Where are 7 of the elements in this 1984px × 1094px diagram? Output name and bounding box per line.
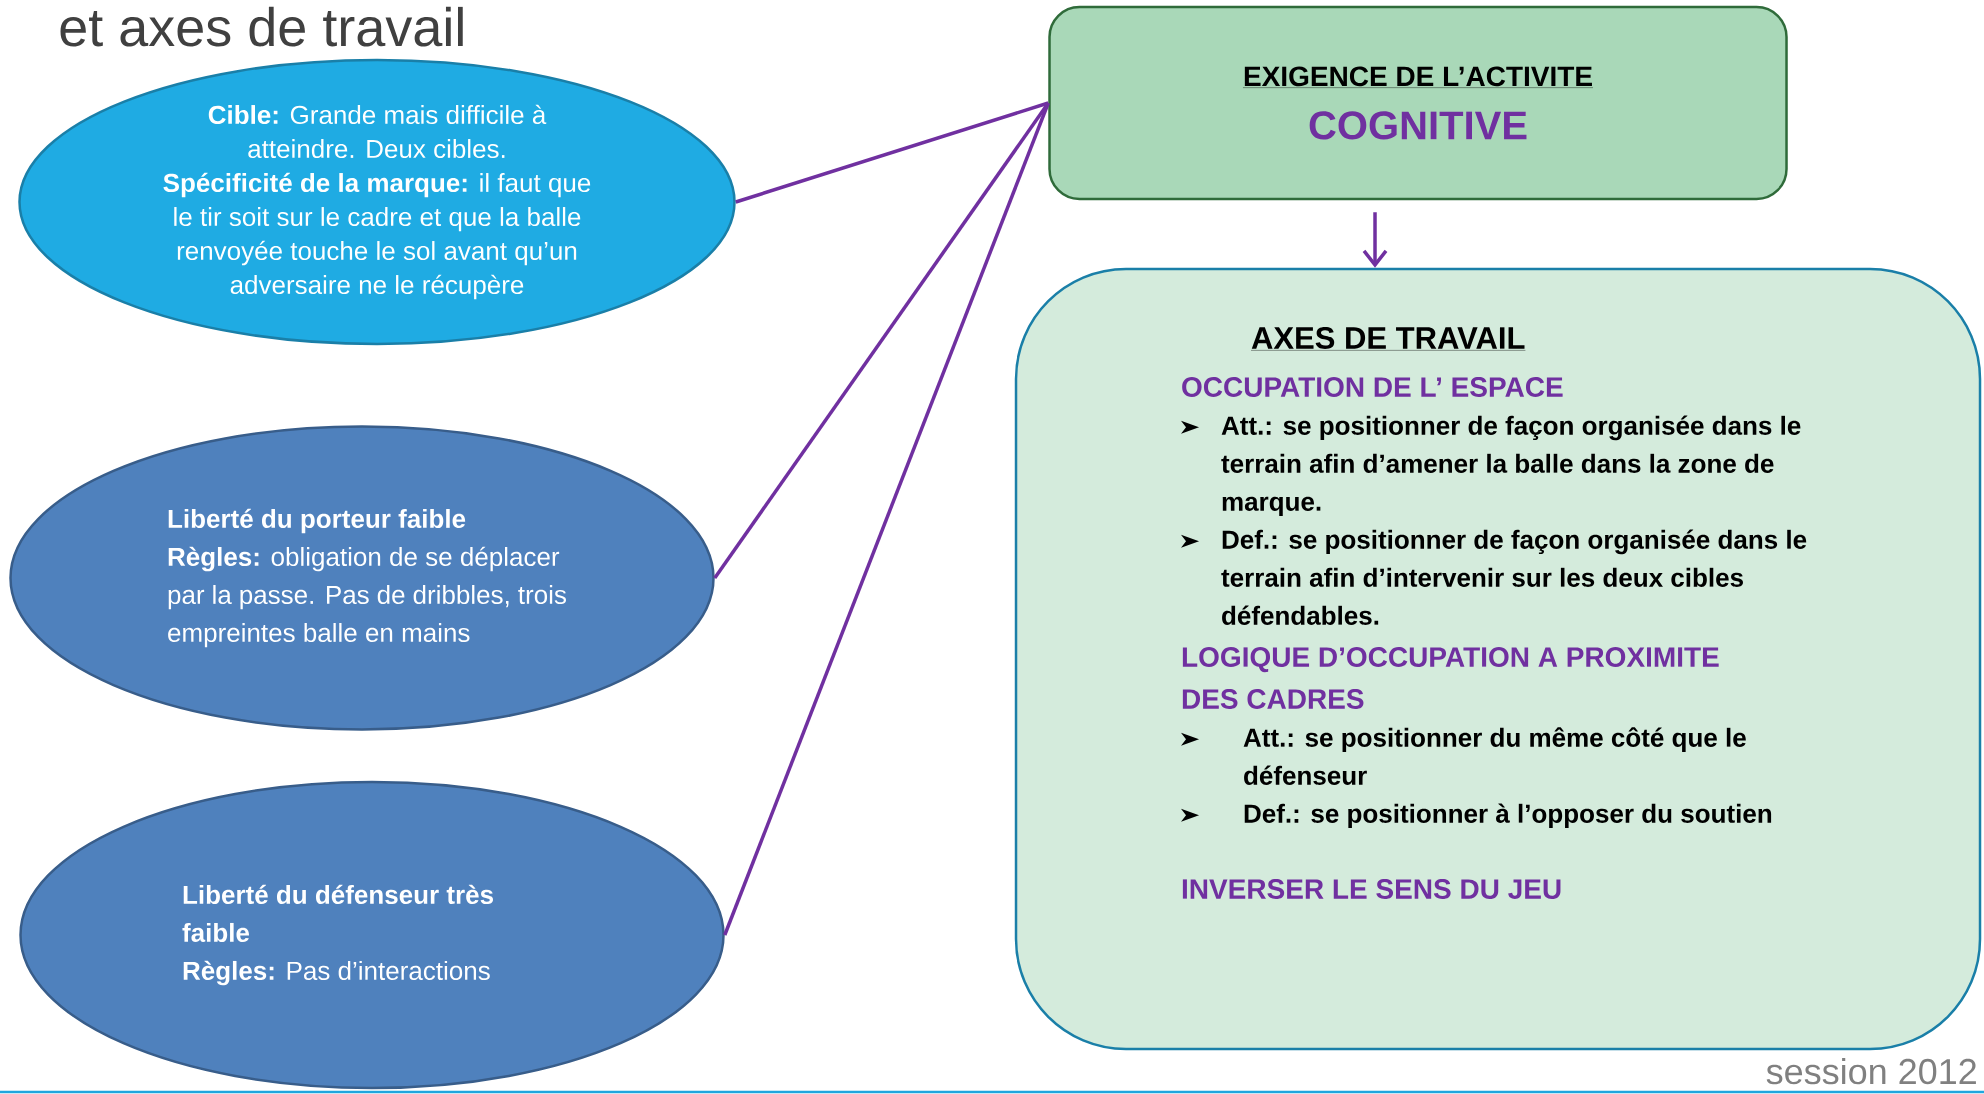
arrow: [1362, 212, 1388, 268]
connector-line: [735, 101, 1049, 204]
connector-line: [723, 102, 1050, 936]
work-axes-panel: AXES DE TRAVAIL OCCUPATION DE L’ ESPACE Att.: se positionner de façon organisée dans le terrain afin d’amener la balle dans la zone de marque. Def.: se positionner de façon organisée dans le terrain afin d’intervenir sur les deux cibles défendables. LOGIQUE D’OCCUPATION A PROXIMITE DES CADRES Att.: se positionner du même côté que le défenseur Def.: se positionner à l’opposer du soutien INVERSER LE SENS DU JEU: [1014, 267, 1982, 1051]
connector-line: [713, 102, 1050, 579]
title: et axes de travail: [60, 6, 463, 47]
category-box: EXIGENCE DE L’ACTIVITE COGNITIVE: [1048, 5, 1788, 201]
